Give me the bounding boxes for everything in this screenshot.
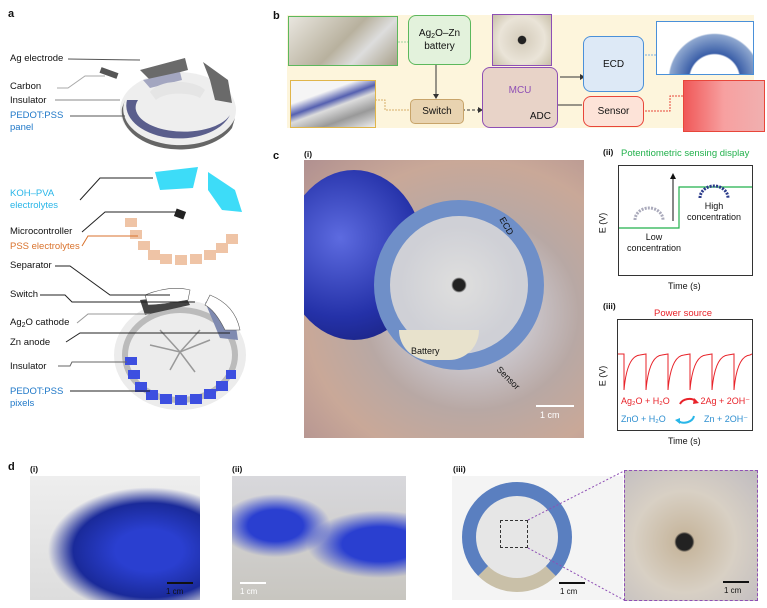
panel-d-ii-label: (ii)	[232, 464, 243, 474]
ii-ylabel: E (V)	[597, 212, 608, 234]
low-line2: concentration	[627, 243, 682, 253]
ecd-photo	[656, 21, 754, 75]
high-line1: High	[704, 201, 724, 211]
reaction-left-bottom: ZnO + H₂O	[621, 414, 666, 424]
display-layer-stack	[99, 58, 236, 150]
scale-bar-d-ii	[240, 582, 266, 584]
label-pedot-panel-line2: panel	[10, 122, 34, 133]
flat-device-photo: 1 cm	[452, 476, 623, 600]
label-microcontroller: Microcontroller	[10, 226, 73, 237]
panel-c-iii-label: (iii)	[603, 301, 616, 311]
low-concentration-pixels-icon	[633, 206, 665, 221]
pedot-pss-pixels	[125, 357, 236, 405]
label-pss-electrolytes: PSS electrolytes	[10, 241, 80, 252]
panel-a-exploded-diagram	[40, 58, 246, 410]
scale-label-d-i: 1 cm	[166, 587, 184, 596]
label-switch: Switch	[10, 289, 38, 300]
battery-label-post: O–Zn	[435, 28, 461, 39]
koh-pva-electrolyte-1	[155, 167, 198, 190]
label-insulator-bottom: Insulator	[10, 361, 47, 372]
label-pedot-panel-line1: PEDOT:PSS	[10, 110, 64, 121]
discharge-waveform	[618, 353, 752, 391]
ii-title: Potentiometric sensing display	[621, 148, 750, 159]
panel-a-label: a	[8, 8, 15, 20]
microcontroller-chip	[173, 208, 187, 220]
ii-xlabel: Time (s)	[668, 281, 701, 291]
label-pedot-pixels-line1: PEDOT:PSS	[10, 386, 64, 397]
zoom-region-box	[500, 520, 528, 548]
potentiometric-step-line	[619, 173, 752, 229]
adc-label: ADC	[529, 111, 551, 122]
scale-bar	[536, 405, 574, 407]
switch-block: Switch	[410, 99, 464, 124]
iii-ylabel: E (V)	[597, 365, 608, 387]
high-line2: concentration	[687, 212, 742, 222]
zoom-connector-lines	[527, 470, 625, 601]
label-ag2o-cathode: Ag2O cathode	[10, 317, 69, 329]
sensor-photo	[683, 80, 765, 132]
panel-b-label: b	[273, 10, 280, 22]
iii-title: Power source	[654, 308, 713, 319]
label-koh-line1: KOH–PVA	[10, 188, 55, 199]
ag2o-post: O cathode	[25, 317, 70, 328]
high-concentration-pixels-icon	[698, 184, 730, 199]
scale-label: 1 cm	[540, 410, 560, 420]
label-separator: Separator	[10, 260, 52, 271]
redox-cycle-arrows-icon	[675, 397, 699, 424]
photo-label-sensor: Sensor	[494, 364, 522, 392]
scale-label-d-ii: 1 cm	[240, 587, 258, 596]
scale-label-d-zoom: 1 cm	[724, 586, 742, 595]
battery-photo	[288, 16, 398, 66]
reaction-left-top: Ag₂O + H₂O	[621, 396, 670, 406]
ag2o-sub: 2	[21, 322, 26, 329]
sensor-block: Sensor	[583, 96, 644, 127]
scale-bar-d-zoom	[723, 581, 749, 583]
battery-label-sub: 2	[431, 33, 436, 40]
ag2o-pre: Ag	[10, 317, 22, 328]
scale-label-d-iii: 1 cm	[560, 587, 578, 596]
bent-device-photo-2: 1 cm	[232, 476, 406, 600]
scale-bar-d-iii	[559, 582, 585, 584]
panel-d-label: d	[8, 461, 15, 473]
panel-d-iii-label: (iii)	[453, 464, 466, 474]
panel-c-ii-label: (ii)	[603, 147, 614, 157]
panel-d-i-label: (i)	[30, 464, 39, 474]
switch-render	[290, 80, 376, 128]
label-pedot-pixels-line2: pixels	[10, 398, 35, 409]
battery-block: Ag2O–Zn battery	[408, 15, 471, 65]
mcu-label: MCU	[508, 85, 532, 96]
mcu-photo	[492, 14, 552, 66]
mcu-closeup-photo: 1 cm	[624, 470, 758, 601]
photo-label-battery: Battery	[411, 346, 440, 356]
label-ag-electrode: Ag electrode	[10, 53, 64, 64]
battery-label-pre: Ag	[418, 28, 432, 39]
koh-pva-electrolyte-2	[208, 172, 242, 212]
scale-bar-d-i	[167, 582, 193, 584]
panel-c-label: c	[273, 150, 280, 162]
mcu-block: MCU ADC	[482, 67, 558, 128]
label-koh-line2: electrolytes	[10, 200, 59, 211]
pss-electrolyte-pads	[125, 218, 238, 265]
ecd-block: ECD	[583, 36, 644, 92]
label-carbon: Carbon	[10, 81, 42, 92]
reaction-right-top: 2Ag + 2OH⁻	[700, 396, 750, 406]
device-on-skin-photo: ECD Battery Sensor 1 cm	[304, 160, 584, 438]
label-zn-anode: Zn anode	[10, 337, 51, 348]
iii-xlabel: Time (s)	[668, 436, 701, 446]
label-insulator-top: Insulator	[10, 95, 47, 106]
battery-label-line2: battery	[424, 41, 455, 52]
bent-device-photo-1: 1 cm	[30, 476, 200, 600]
low-line1: Low	[645, 232, 663, 242]
power-source-chart: Ag₂O + H₂O 2Ag + 2OH⁻ ZnO + H₂O Zn + 2OH…	[617, 319, 753, 431]
panel-c-i-label: (i)	[304, 149, 313, 159]
reaction-right-bottom: Zn + 2OH⁻	[703, 414, 748, 424]
